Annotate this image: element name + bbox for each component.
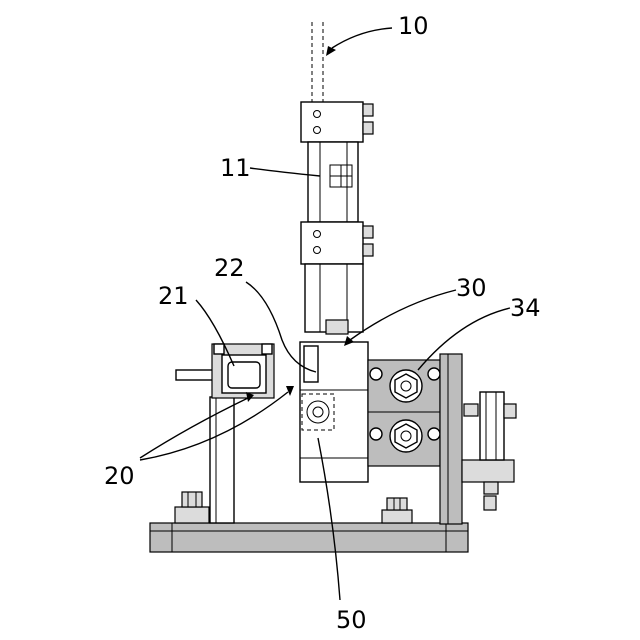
base-plate (150, 523, 468, 552)
label-34: 34 (510, 294, 541, 322)
central-block-30 (300, 342, 368, 482)
label-50: 50 (336, 606, 367, 634)
base-bolt-left (175, 492, 209, 523)
vertical-column-11 (301, 22, 373, 334)
valve-block-34 (368, 360, 440, 466)
label-30: 30 (456, 274, 487, 302)
label-11: 11 (220, 154, 251, 182)
label-22: 22 (214, 254, 245, 282)
gripper-unit-21 (176, 344, 274, 398)
right-side-plate (440, 354, 516, 524)
label-20: 20 (104, 462, 135, 490)
label-21: 21 (158, 282, 189, 310)
base-bolt-center (382, 498, 412, 523)
label-10: 10 (398, 12, 429, 40)
